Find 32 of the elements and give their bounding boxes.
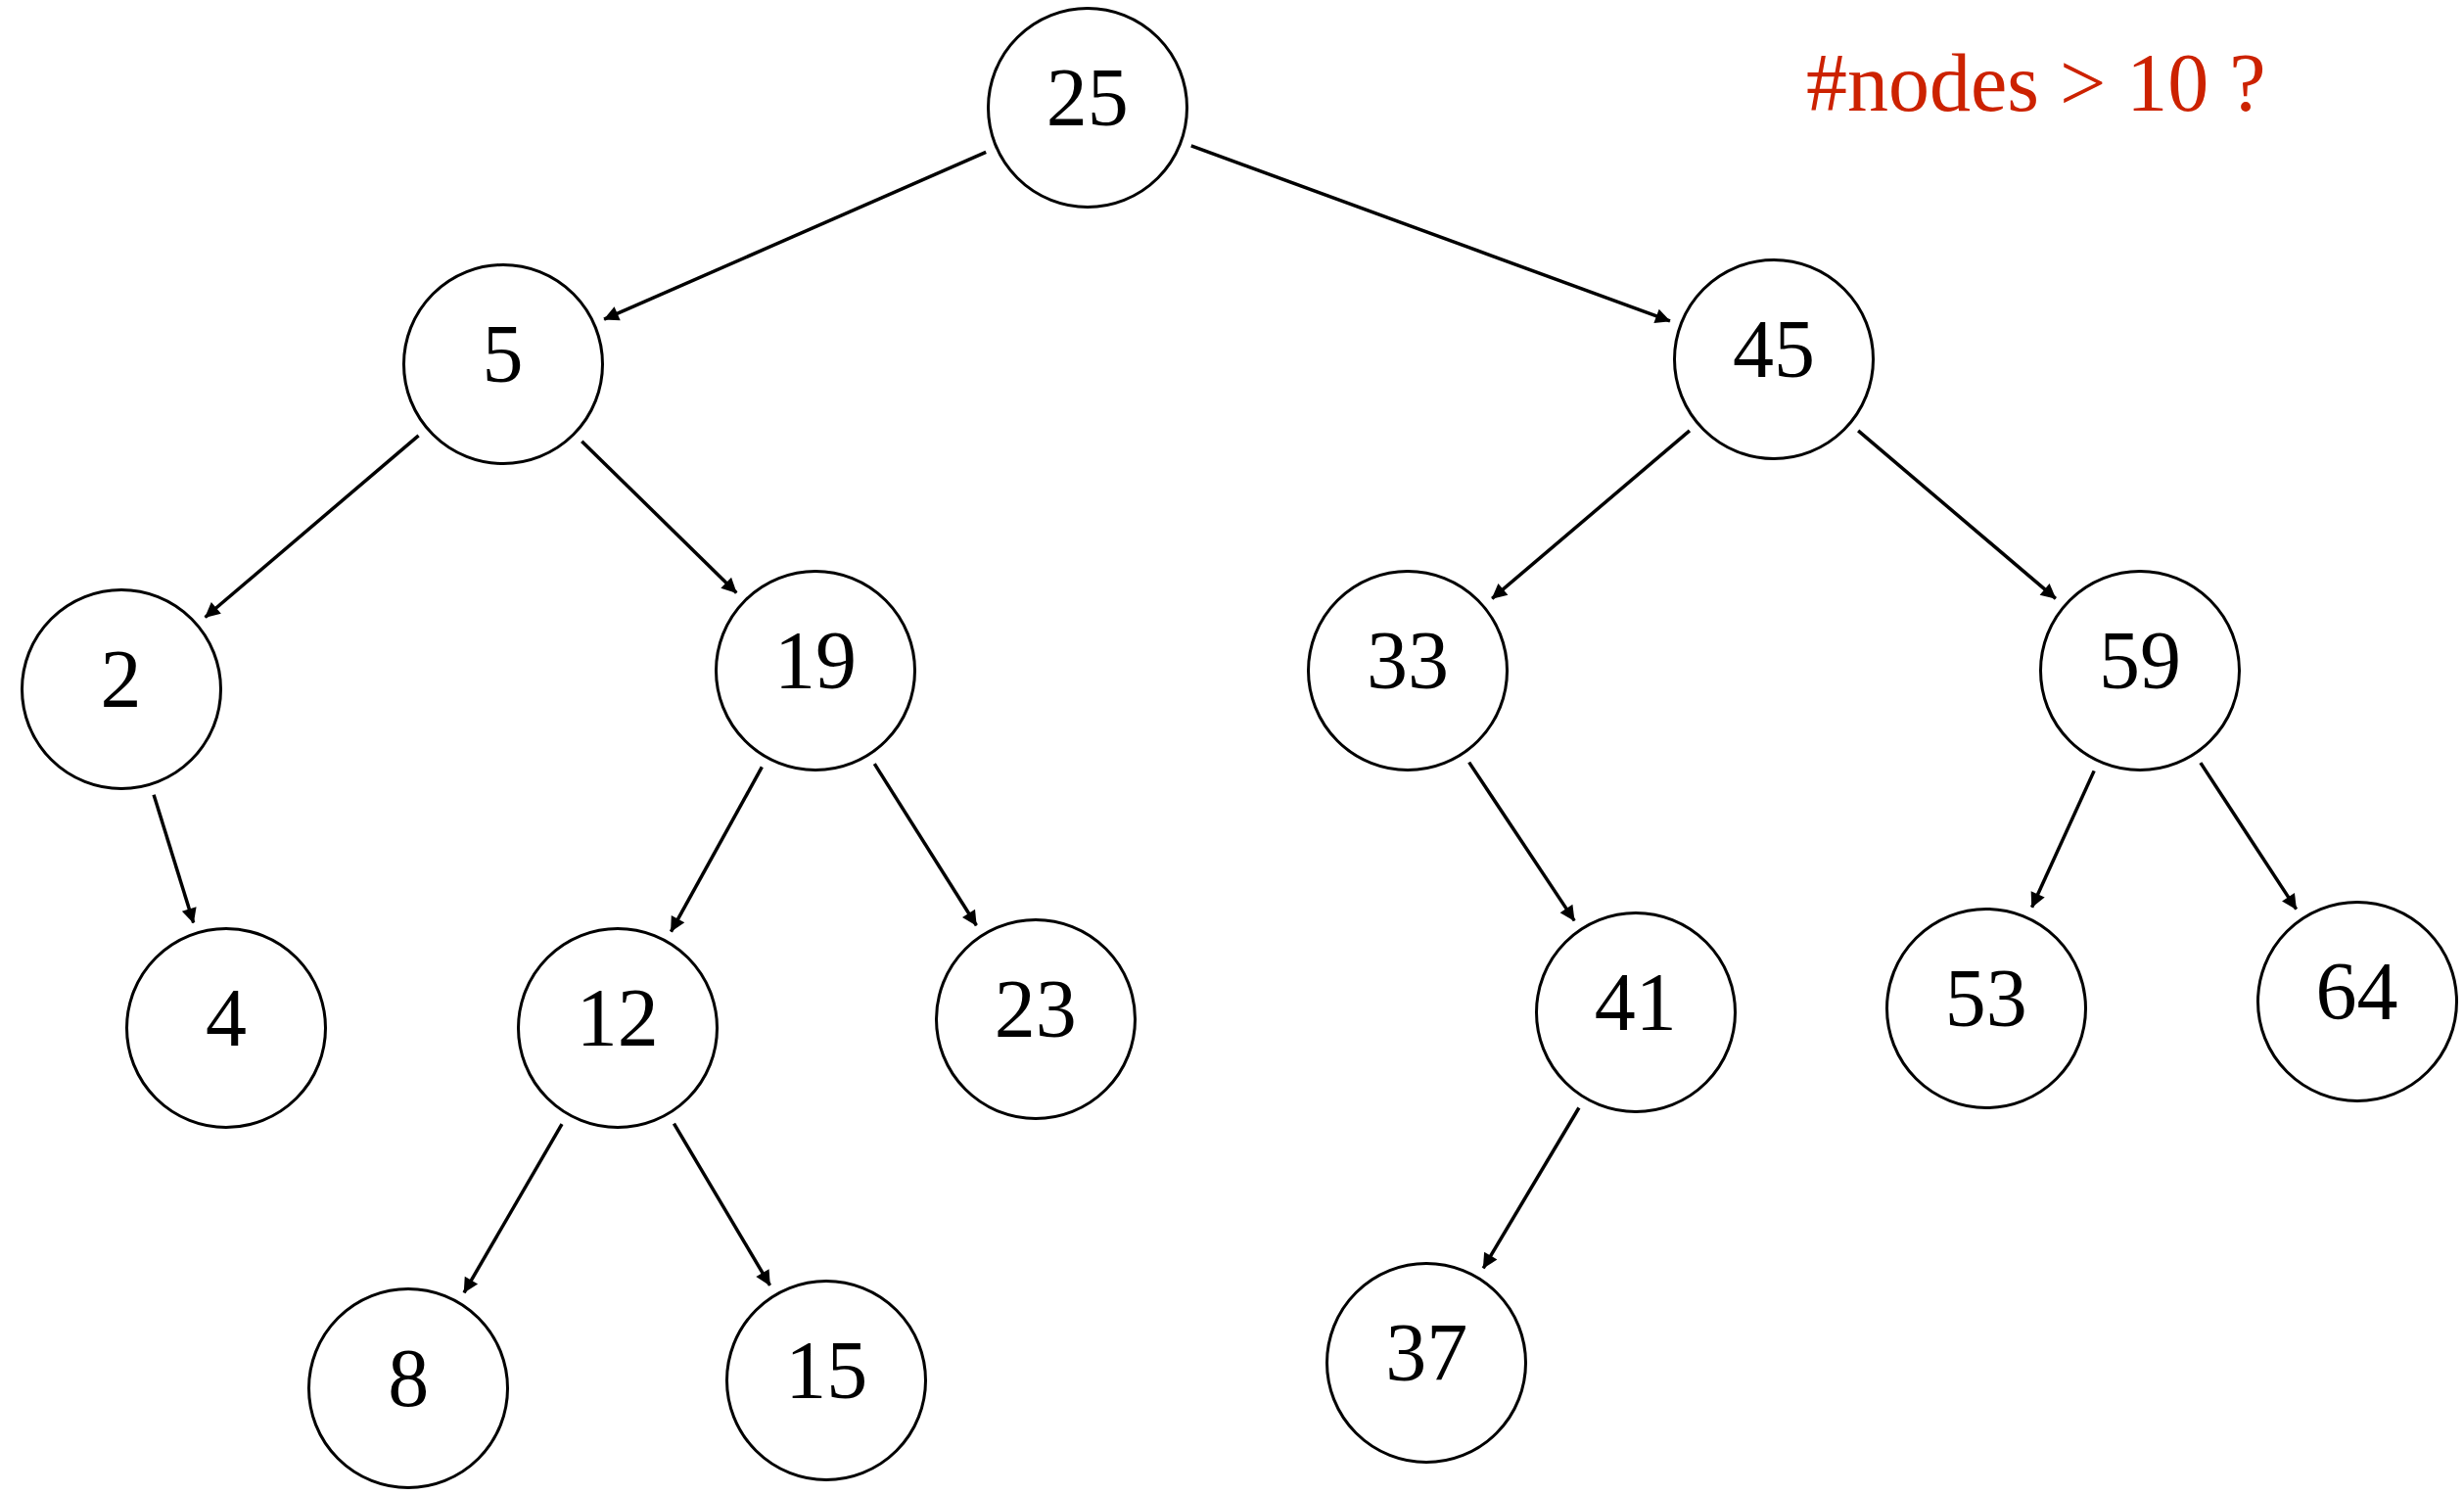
node-value: 33 xyxy=(1367,619,1450,702)
arrow xyxy=(872,763,978,927)
arrow xyxy=(1491,429,1692,600)
arrow xyxy=(2030,770,2096,909)
node-value: 8 xyxy=(388,1337,430,1420)
node-value: 12 xyxy=(576,977,659,1060)
arrow xyxy=(2199,762,2299,911)
node-value: 4 xyxy=(206,977,248,1060)
node-value: 19 xyxy=(774,619,857,702)
arrow xyxy=(1481,1106,1581,1270)
arrow xyxy=(1467,761,1576,922)
node-value: 15 xyxy=(785,1330,868,1412)
node-value: 23 xyxy=(994,967,1077,1051)
arrow xyxy=(669,766,764,933)
arrow xyxy=(672,1122,772,1286)
arrow xyxy=(462,1123,564,1294)
node-value: 2 xyxy=(100,637,142,721)
arrow xyxy=(1190,144,1671,324)
node-value: 53 xyxy=(1944,957,2027,1040)
node-value: 59 xyxy=(2099,619,2181,702)
arrow xyxy=(581,440,738,594)
arrow xyxy=(603,150,987,321)
arrow xyxy=(1857,429,2058,600)
arrow xyxy=(204,434,420,619)
node-value: 41 xyxy=(1594,961,1677,1045)
node-value: 5 xyxy=(482,312,524,396)
note-text: #nodes > 10 ? xyxy=(1806,36,2266,130)
node-value: 37 xyxy=(1385,1312,1468,1395)
arrow xyxy=(152,794,197,924)
node-value: 25 xyxy=(1046,56,1129,139)
node-value: 45 xyxy=(1733,307,1816,391)
node-value: 64 xyxy=(2315,951,2398,1034)
